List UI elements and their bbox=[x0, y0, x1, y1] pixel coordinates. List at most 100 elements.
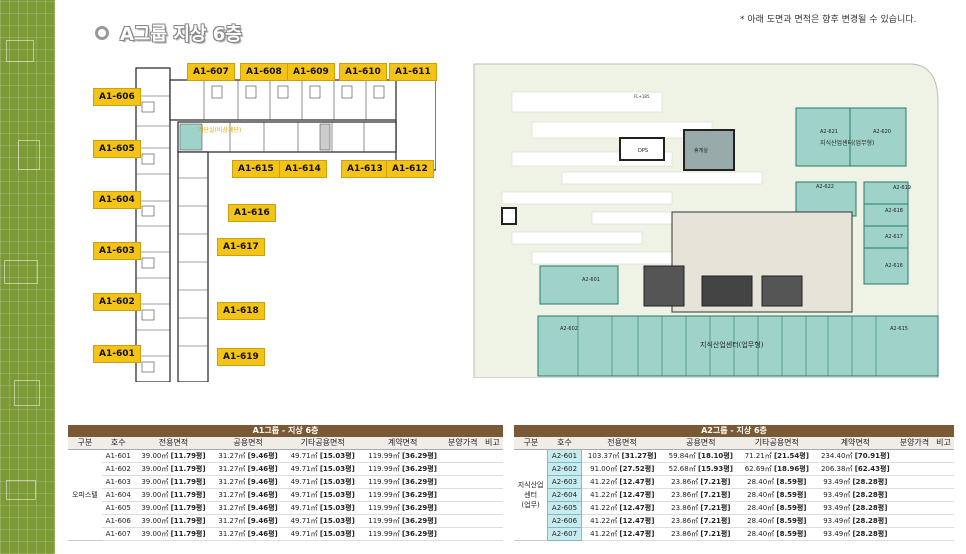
price-cell bbox=[443, 514, 482, 528]
price-cell bbox=[443, 527, 482, 541]
price-cell bbox=[895, 449, 934, 463]
column-header: 계약면적 bbox=[814, 437, 896, 450]
unit-tag-a1-601[interactable]: A1-601 bbox=[93, 345, 141, 363]
unit-number-cell: A2-602 bbox=[547, 461, 582, 476]
disclaimer-note: * 아래 도면과 면적은 향후 변경될 수 있습니다. bbox=[740, 15, 917, 25]
remarks-cell bbox=[481, 475, 503, 489]
room-label-a2-615: A2-615 bbox=[890, 326, 908, 332]
unit-number-cell: A2-604 bbox=[547, 487, 582, 502]
area-cell: 49.71㎡ [15.03평] bbox=[284, 475, 362, 489]
area-cell: 59.84㎡ [18.10평] bbox=[662, 449, 739, 463]
column-header: 공용면적 bbox=[212, 437, 284, 450]
unit-tag-a1-603[interactable]: A1-603 bbox=[93, 242, 141, 260]
room-label-a2-622: A2-622 bbox=[816, 184, 834, 190]
area-cell: 49.71㎡ [15.03평] bbox=[284, 488, 362, 502]
unit-tag-a1-605[interactable]: A1-605 bbox=[93, 140, 141, 158]
remarks-cell bbox=[481, 449, 503, 463]
column-header: 비고 bbox=[933, 437, 954, 450]
remarks-cell bbox=[481, 501, 503, 515]
price-cell bbox=[895, 514, 934, 528]
unit-tag-a1-606[interactable]: A1-606 bbox=[93, 88, 141, 106]
unit-number-cell: A2-605 bbox=[547, 500, 582, 515]
area-cell: 23.86㎡ [7.21평] bbox=[662, 488, 739, 502]
remarks-cell bbox=[933, 514, 954, 528]
price-cell bbox=[443, 462, 482, 476]
area-cell: 31.27㎡ [9.46평] bbox=[212, 462, 284, 476]
area-cell: 93.49㎡ [28.28평] bbox=[814, 501, 896, 515]
column-header: 전용면적 bbox=[134, 437, 213, 450]
group-cell: 지식산업 센터 (업무) bbox=[514, 449, 548, 541]
area-cell: 39.00㎡ [11.79평] bbox=[134, 488, 213, 502]
unit-tag-a1-609[interactable]: A1-609 bbox=[287, 63, 335, 81]
area-cell: 39.00㎡ [11.79평] bbox=[134, 501, 213, 515]
column-header: 계약면적 bbox=[361, 437, 444, 450]
price-cell bbox=[895, 501, 934, 515]
area-cell: 119.99㎡ [36.29평] bbox=[361, 527, 444, 541]
column-header: 분양가격 bbox=[443, 437, 482, 450]
room-label-a2-620: A2-620 bbox=[873, 129, 891, 135]
unit-tag-a1-613[interactable]: A1-613 bbox=[341, 160, 389, 178]
unit-tag-a1-604[interactable]: A1-604 bbox=[93, 191, 141, 209]
remarks-cell bbox=[933, 501, 954, 515]
area-cell: 28.40㎡ [8.59평] bbox=[738, 527, 815, 541]
remarks-cell bbox=[933, 475, 954, 489]
area-cell: 91.00㎡ [27.52평] bbox=[581, 462, 663, 476]
unit-tag-a1-610[interactable]: A1-610 bbox=[339, 63, 387, 81]
remarks-cell bbox=[933, 488, 954, 502]
circuit-chip bbox=[4, 260, 38, 284]
room-label-a2-602: A2-602 bbox=[560, 326, 578, 332]
unit-tag-a1-608[interactable]: A1-608 bbox=[240, 63, 288, 81]
area-cell: 119.99㎡ [36.29평] bbox=[361, 449, 444, 463]
unit-tag-a1-602[interactable]: A1-602 bbox=[93, 293, 141, 311]
unit-tag-a1-617[interactable]: A1-617 bbox=[217, 238, 265, 256]
area-cell: 49.71㎡ [15.03평] bbox=[284, 514, 362, 528]
floor-plan-a2-drawing: 휴게실 DPS FL+185 bbox=[473, 63, 939, 379]
area-cell: 28.40㎡ [8.59평] bbox=[738, 475, 815, 489]
floor-plan-a2: 휴게실 DPS FL+185 bbox=[472, 62, 940, 379]
unit-tag-a1-614[interactable]: A1-614 bbox=[279, 160, 327, 178]
column-header: 호수 bbox=[547, 437, 582, 450]
remarks-cell bbox=[481, 488, 503, 502]
title-bullet-icon bbox=[95, 26, 109, 40]
area-cell: 31.27㎡ [9.46평] bbox=[212, 514, 284, 528]
unit-tag-a1-607[interactable]: A1-607 bbox=[187, 63, 235, 81]
unit-tag-a1-615[interactable]: A1-615 bbox=[232, 160, 280, 178]
unit-number-cell: A2-607 bbox=[547, 526, 582, 541]
price-cell bbox=[443, 449, 482, 463]
area-cell: 49.71㎡ [15.03평] bbox=[284, 501, 362, 515]
unit-number-cell: A1-604 bbox=[101, 488, 135, 502]
table-a2-caption: A2그룹 - 지상 6층 bbox=[514, 425, 954, 437]
area-cell: 93.49㎡ [28.28평] bbox=[814, 527, 896, 541]
fl-level-label: FL+185 bbox=[634, 94, 650, 99]
unit-tag-a1-611[interactable]: A1-611 bbox=[389, 63, 437, 81]
unit-tag-a1-616[interactable]: A1-616 bbox=[228, 204, 276, 222]
unit-number-cell: A1-601 bbox=[101, 449, 135, 463]
unit-tag-a1-618[interactable]: A1-618 bbox=[217, 302, 265, 320]
area-cell: 28.40㎡ [8.59평] bbox=[738, 488, 815, 502]
area-cell: 41.22㎡ [12.47평] bbox=[581, 488, 663, 502]
area-cell: 39.00㎡ [11.79평] bbox=[134, 475, 213, 489]
unit-tag-a1-619[interactable]: A1-619 bbox=[217, 348, 265, 366]
area-cell: 23.86㎡ [7.21평] bbox=[662, 527, 739, 541]
circuit-chip bbox=[6, 40, 34, 62]
remarks-cell bbox=[933, 449, 954, 463]
area-cell: 39.00㎡ [11.79평] bbox=[134, 462, 213, 476]
area-cell: 28.40㎡ [8.59평] bbox=[738, 514, 815, 528]
area-cell: 119.99㎡ [36.29평] bbox=[361, 514, 444, 528]
column-header: 분양가격 bbox=[895, 437, 934, 450]
column-header: 구분 bbox=[68, 437, 102, 450]
price-cell bbox=[895, 527, 934, 541]
unit-tag-a1-612[interactable]: A1-612 bbox=[386, 160, 434, 178]
area-cell: 31.27㎡ [9.46평] bbox=[212, 475, 284, 489]
